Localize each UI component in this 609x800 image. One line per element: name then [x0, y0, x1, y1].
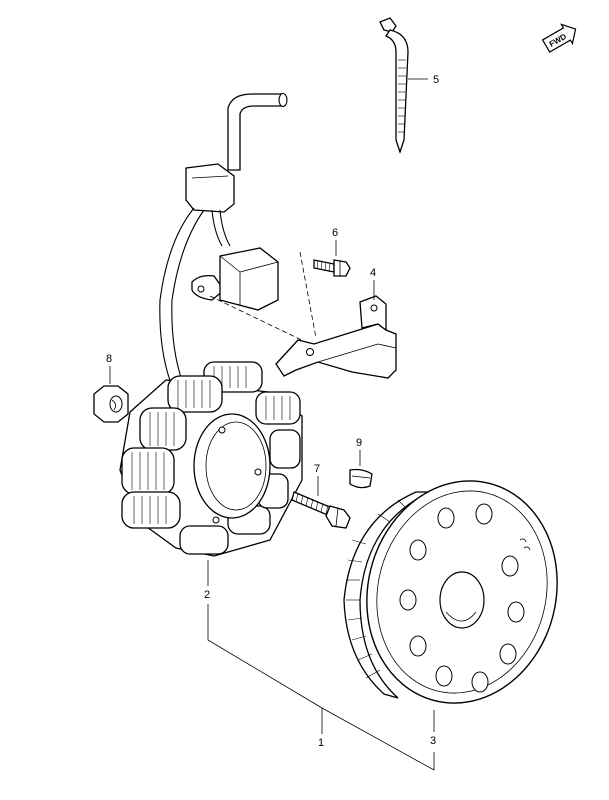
callout-5: 5 — [433, 74, 439, 86]
flywheel-rotor — [343, 480, 558, 704]
cable-tie — [379, 17, 409, 155]
callout-9: 9 — [356, 437, 362, 449]
assembly-leader-lines — [207, 604, 435, 771]
bolt-long — [291, 491, 351, 529]
nut — [93, 385, 129, 423]
callout-6: 6 — [332, 227, 338, 239]
callout-8: 8 — [106, 353, 112, 365]
stator-windings — [121, 361, 301, 555]
callout-7: 7 — [314, 463, 320, 475]
fwd-arrow-icon: FWD — [541, 23, 577, 53]
pickup-coil — [191, 247, 279, 311]
key — [349, 468, 373, 489]
wire-harness — [159, 92, 288, 401]
callout-4: 4 — [370, 267, 376, 279]
callout-3: 3 — [430, 735, 436, 747]
bracket — [275, 295, 397, 379]
stator — [119, 361, 303, 557]
callout-1: 1 — [318, 737, 324, 749]
bolt-small — [313, 259, 351, 277]
callout-2: 2 — [204, 589, 210, 601]
